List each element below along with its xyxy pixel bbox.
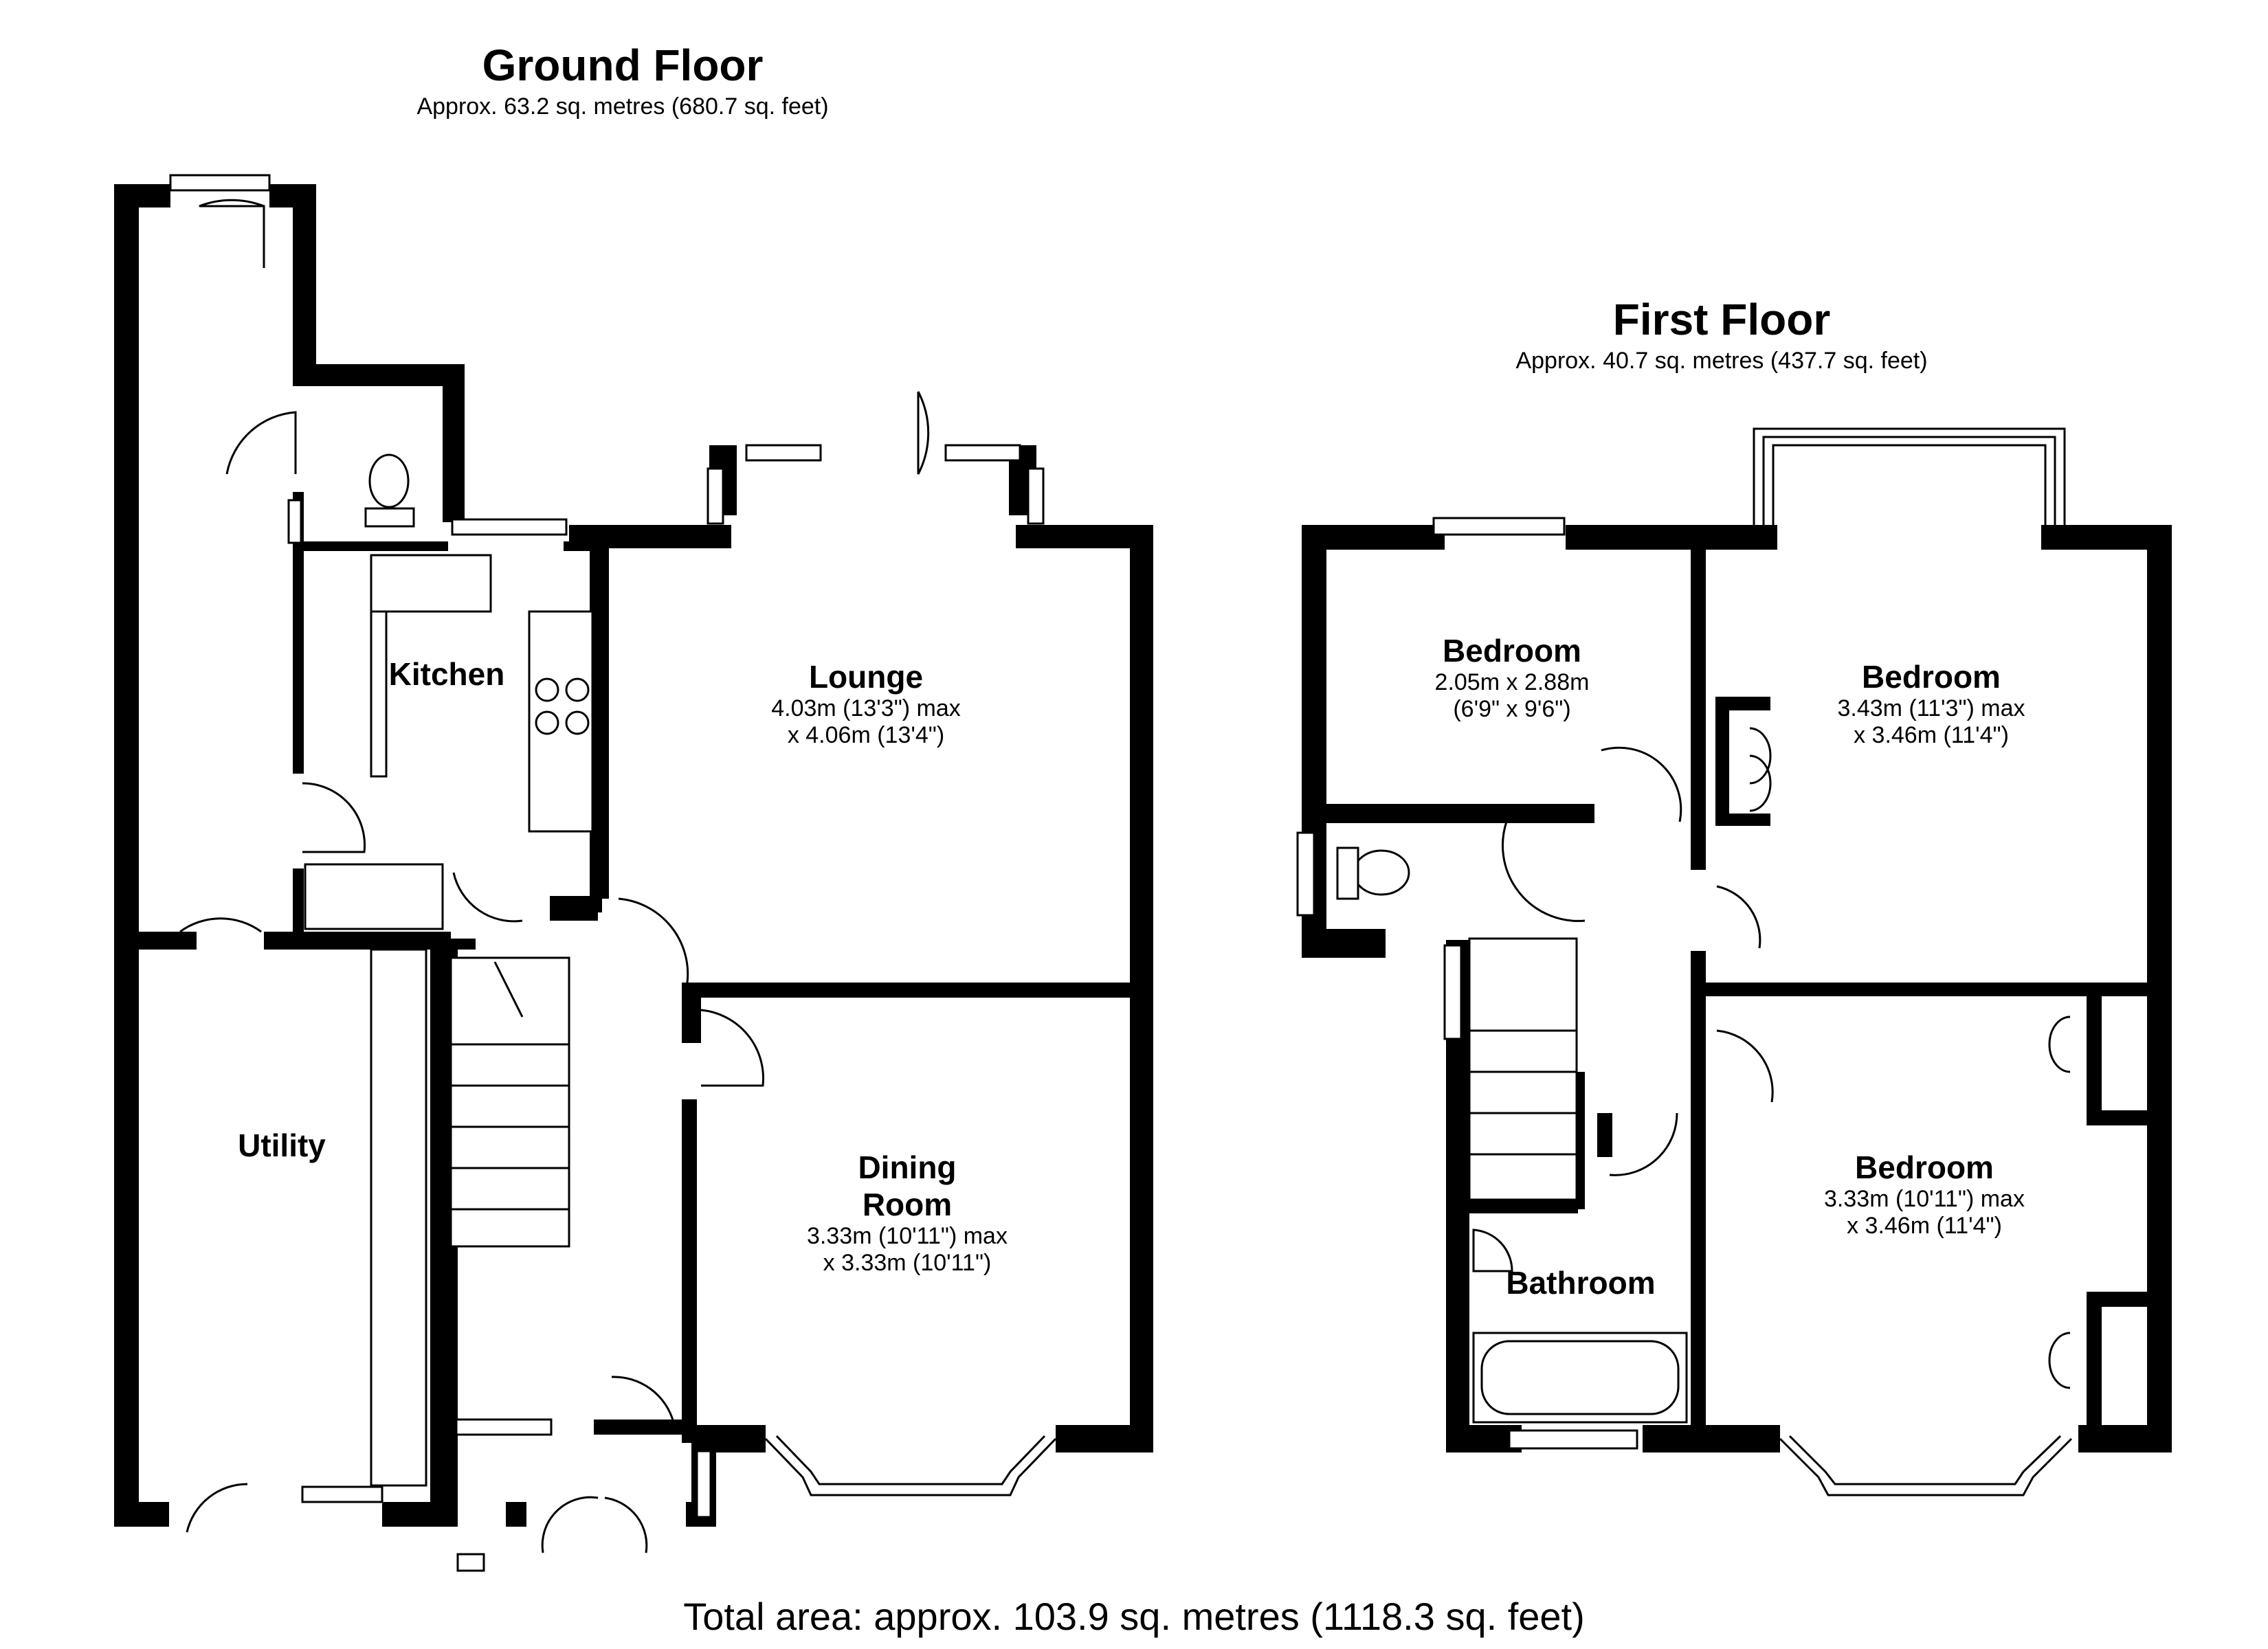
dining-label-2: Room bbox=[862, 1187, 953, 1222]
dining-dim-2: x 3.33m (10'11") bbox=[823, 1250, 992, 1276]
bedroom-small-group: Bedroom 2.05m x 2.88m (6'9" x 9'6") bbox=[1347, 632, 1677, 723]
lounge-label-group: Lounge 4.03m (13'3") max x 4.06m (13'4") bbox=[687, 658, 1045, 749]
first-floor-header: First Floor Approx. 40.7 sq. metres (437… bbox=[1258, 294, 2186, 374]
bedroom-front-label: Bedroom bbox=[1862, 659, 2001, 695]
bedroom-rear-group: Bedroom 3.33m (10'11") max x 3.46m (11'4… bbox=[1753, 1149, 2096, 1239]
ground-floor-header: Ground Floor Approx. 63.2 sq. metres (68… bbox=[0, 40, 1245, 120]
ground-floor-area: Approx. 63.2 sq. metres (680.7 sq. feet) bbox=[416, 93, 829, 120]
kitchen-label: Kitchen bbox=[388, 656, 505, 692]
first-floor-title: First Floor bbox=[1612, 295, 1831, 344]
first-floor-plan bbox=[1296, 427, 2172, 1496]
first-floor-area: Approx. 40.7 sq. metres (437.7 sq. feet) bbox=[1515, 348, 1928, 374]
utility-label: Utility bbox=[238, 1128, 326, 1163]
ground-floor-title: Ground Floor bbox=[482, 41, 764, 90]
bedroom-small-dim-1: 2.05m x 2.88m bbox=[1434, 669, 1590, 695]
lounge-label: Lounge bbox=[808, 659, 924, 695]
bedroom-small-dim-2: (6'9" x 9'6") bbox=[1453, 696, 1571, 722]
lounge-dim-2: x 4.06m (13'4") bbox=[787, 722, 945, 748]
bathroom-label: Bathroom bbox=[1506, 1265, 1656, 1301]
bedroom-front-dim-1: 3.43m (11'3") max bbox=[1837, 695, 2025, 721]
bedroom-rear-dim-1: 3.33m (10'11") max bbox=[1824, 1186, 2025, 1212]
dining-dim-1: 3.33m (10'11") max bbox=[807, 1223, 1008, 1249]
ground-floor-plan bbox=[114, 174, 1153, 1572]
bedroom-rear-dim-2: x 3.46m (11'4") bbox=[1847, 1213, 2002, 1239]
bedroom-small-label: Bedroom bbox=[1443, 633, 1581, 669]
bedroom-front-dim-2: x 3.46m (11'4") bbox=[1854, 722, 2009, 748]
dining-label-group: Dining Room 3.33m (10'11") max x 3.33m (… bbox=[735, 1149, 1079, 1277]
dining-label-1: Dining bbox=[858, 1149, 957, 1185]
bedroom-front-group: Bedroom 3.43m (11'3") max x 3.46m (11'4"… bbox=[1759, 658, 2103, 749]
lounge-dim-1: 4.03m (13'3") max bbox=[771, 695, 961, 721]
bedroom-rear-label: Bedroom bbox=[1855, 1149, 1994, 1185]
total-area: Total area: approx. 103.9 sq. metres (11… bbox=[683, 1595, 1585, 1638]
